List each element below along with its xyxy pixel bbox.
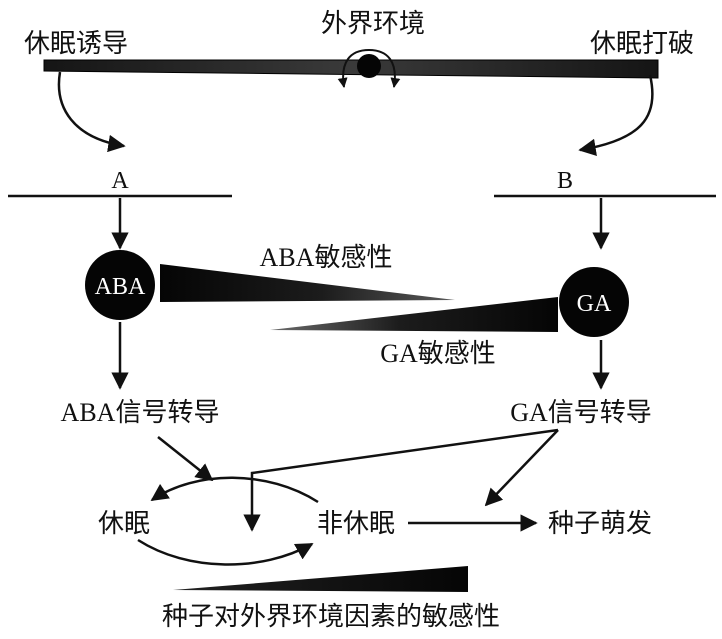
environment-sensitivity-wedge [173, 566, 468, 592]
rocking-arrow-icon [337, 48, 401, 88]
environment-pivot-ball [357, 54, 381, 78]
non-dormancy-label: 非休眠 [317, 509, 395, 539]
environment-label: 外界环境 [321, 9, 425, 39]
aba-sensitivity-wedge [160, 264, 455, 302]
environment-sensitivity-label: 种子对外界环境因素的敏感性 [162, 602, 500, 632]
dormancy-breaking-label: 休眠打破 [590, 29, 694, 59]
breaking-arrow [578, 74, 654, 157]
aba-sensitivity-label: ABA敏感性 [260, 243, 393, 272]
ga-sensitivity-label: GA敏感性 [380, 339, 496, 368]
dormancy-to-non-dormancy-arrow [137, 538, 314, 566]
ga-signal-to-non-dormancy-arrow [484, 429, 559, 507]
germination-label: 种子萌发 [548, 509, 652, 539]
membrane-b-label: B [557, 168, 573, 194]
dormancy-label: 休眠 [98, 509, 150, 539]
induction-arrow [57, 71, 126, 153]
non-dormancy-to-dormancy-arrow [150, 476, 319, 504]
ga-sensitivity-wedge [270, 297, 558, 332]
membrane-a-label: A [111, 168, 129, 194]
ga-circle-label: GA [577, 291, 612, 317]
aba-signal-label: ABA信号转导 [61, 398, 220, 427]
ga-signal-label: GA信号转导 [510, 398, 652, 427]
ga-signal-to-cycle-arrow [243, 428, 559, 532]
ga-circle [559, 267, 629, 337]
aba-circle-label: ABA [95, 274, 146, 300]
aba-circle [85, 250, 155, 320]
dormancy-induction-label: 休眠诱导 [24, 29, 128, 59]
environment-balance-bar [43, 59, 659, 79]
aba-signal-to-cycle-arrow [157, 436, 214, 482]
